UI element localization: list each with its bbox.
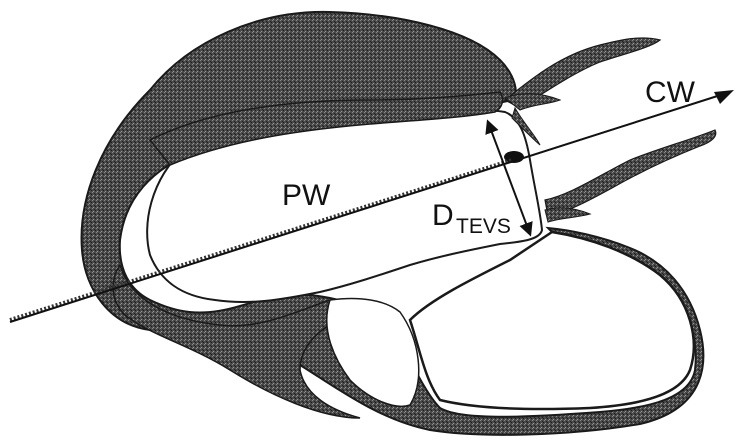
aortic-cusp-lower <box>545 208 590 222</box>
dtevs-label-sub: TEVS <box>456 215 511 238</box>
dtevs-label-main: D <box>432 199 454 232</box>
cw-arrowhead <box>714 90 734 104</box>
aortic-cusp-upper <box>505 94 560 110</box>
cw-label: CW <box>645 76 696 109</box>
heart-walls <box>82 12 716 435</box>
pw-label: PW <box>282 179 331 212</box>
